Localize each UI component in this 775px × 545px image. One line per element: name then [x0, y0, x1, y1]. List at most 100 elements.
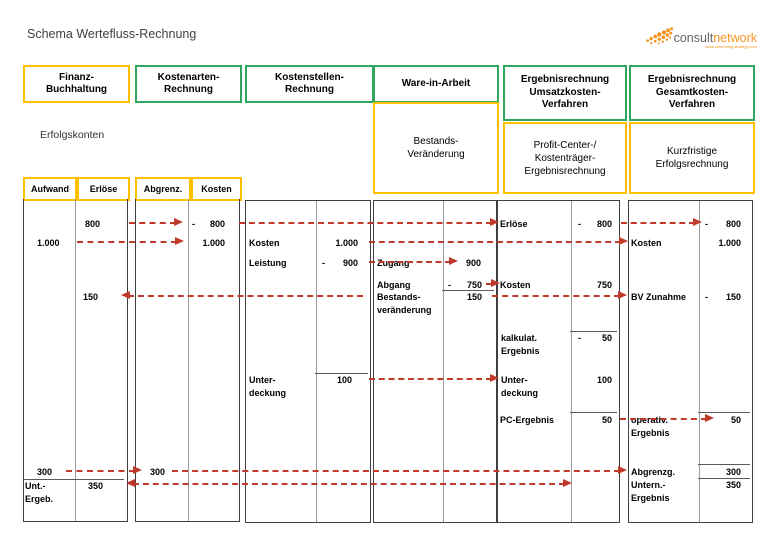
flow-arrow: [172, 466, 627, 476]
arrowhead-left-icon: [121, 291, 130, 299]
logo-text-network: network: [713, 31, 757, 45]
cell-text: -: [578, 333, 581, 343]
column-header-abgrenz: Abgrenz.: [135, 177, 191, 201]
kst-label-leistung: Leistung: [249, 258, 287, 268]
kst-val-100: 100: [336, 375, 352, 385]
flow-arrow: [239, 218, 499, 228]
fibu-erloese-800: 800: [85, 219, 101, 229]
subheader-box-bestandsveraenderung: Bestands-Veränderung: [373, 102, 499, 194]
gkv-label-abgrenzg: Abgrenzg.: [631, 467, 675, 477]
header-box-line: Kostenstellen-: [275, 71, 344, 83]
sum-line: [570, 331, 617, 332]
t-account-divider: [75, 199, 77, 521]
arrowhead-right-icon: [693, 218, 702, 226]
header-box-line: Verfahren: [668, 99, 716, 111]
t-account-gkv: [628, 200, 753, 523]
logo-dots-icon: [646, 27, 674, 45]
flow-arrow-line: [239, 221, 492, 224]
flow-arrow: [121, 291, 363, 301]
arrowhead-left-icon: [126, 479, 135, 487]
header-box-line: Rechnung: [164, 84, 213, 95]
consultnetwork-logo: consultnetwork www.controlling-strategy.…: [645, 22, 757, 49]
t-account-divider: [699, 201, 701, 522]
gkv-val-neg800: - 800: [705, 218, 741, 230]
ukv-label-erloese: Erlöse: [500, 219, 528, 229]
flow-arrow-line: [492, 294, 620, 297]
cell-text: 800: [596, 219, 612, 229]
flow-arrow-line: [133, 482, 565, 485]
flow-arrow-line: [620, 417, 707, 420]
flow-arrow: [486, 279, 500, 289]
fibu-label-ergeb: Ergeb.: [25, 494, 54, 504]
gkv-val-300: 300: [725, 467, 741, 477]
sum-line: [698, 478, 750, 479]
subheader-box-profit-center: Profit-Center-/Kostenträger-Ergebnisrech…: [503, 122, 627, 194]
flow-arrow: [492, 291, 627, 301]
cell-text: 800: [209, 219, 225, 229]
flow-arrow: [129, 218, 183, 228]
subheader-box-line: Bestands-: [413, 136, 459, 147]
sum-line: [698, 412, 750, 413]
flow-arrow-line: [128, 294, 363, 297]
gkv-label-ergebnis2: Ergebnis: [631, 493, 670, 503]
flow-arrow: [126, 479, 572, 489]
kst-label-unter: Unter-: [249, 375, 276, 385]
t-account-ware-in-arbeit: [373, 200, 497, 523]
arrowhead-right-icon: [133, 466, 142, 474]
ukv-val-100: 100: [596, 375, 612, 385]
cell-text: 800: [725, 219, 741, 229]
t-account-divider: [571, 201, 573, 522]
column-header-kosten: Kosten: [191, 177, 242, 201]
wia-label-bestands: Bestands-: [377, 292, 421, 302]
ukv-val-neg50: -50: [578, 332, 612, 344]
flow-arrow: [369, 237, 628, 247]
ukv-label-pc-ergebnis: PC-Ergebnis: [500, 415, 555, 425]
arrowhead-right-icon: [490, 374, 499, 382]
subheader-box-line: Erfolgsrechnung: [655, 159, 729, 170]
cell-text: -: [448, 280, 451, 290]
arrowhead-right-icon: [705, 414, 714, 422]
column-header-erloese: Erlöse: [77, 177, 130, 201]
arrowhead-right-icon: [491, 279, 500, 287]
header-box-line: Ware-in-Arbeit: [401, 77, 471, 89]
kst-label-deckung: deckung: [249, 388, 287, 398]
flow-arrow: [620, 414, 714, 424]
erfolgskonten-label: Erfolgskonten: [40, 129, 105, 141]
flow-arrow-line: [77, 240, 177, 243]
arrowhead-right-icon: [618, 466, 627, 474]
cell-text: 750: [466, 280, 482, 290]
arrowhead-right-icon: [563, 479, 572, 487]
ukv-label-ergebnis1: Ergebnis: [501, 346, 540, 356]
subheader-box-line: Ergebnisrechnung: [524, 165, 606, 177]
cell-text: -: [705, 292, 708, 302]
flow-arrow: [66, 466, 142, 476]
arrowhead-right-icon: [618, 291, 627, 299]
cell-text: -: [192, 219, 195, 229]
fibu-erloese-350: 350: [88, 481, 104, 491]
fibu-label-unt: Unt.-: [25, 481, 46, 491]
t-account-abgrenzung: [135, 199, 240, 522]
header-box-line: Rechnung: [285, 84, 334, 95]
ukv-label-kalkulat: kalkulat.: [501, 333, 538, 343]
flow-arrow: [369, 374, 499, 384]
flow-arrow-line: [486, 282, 493, 285]
flow-arrow: [621, 218, 702, 228]
gkv-val-50: 50: [730, 415, 741, 425]
sum-line: [698, 464, 750, 465]
arrowhead-right-icon: [174, 218, 183, 226]
gkv-label-bv-zunahme: BV Zunahme: [631, 292, 687, 302]
cell-text: 900: [342, 258, 358, 268]
cell-text: -: [705, 219, 708, 229]
header-box-line: Umsatzkosten-: [529, 86, 601, 98]
kst-val-1000: 1.000: [335, 238, 358, 248]
header-box-line: Ergebnisrechnung: [647, 74, 737, 86]
header-box-kostenstellen: Kostenstellen-Rechnung: [245, 65, 374, 103]
sum-line: [315, 373, 368, 374]
cell-text: -: [322, 258, 325, 268]
header-box-line: Ergebnisrechnung: [520, 74, 610, 86]
t-account-divider: [443, 201, 445, 522]
